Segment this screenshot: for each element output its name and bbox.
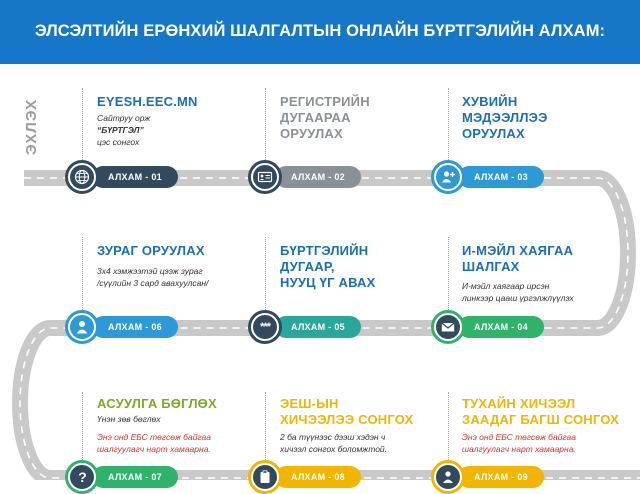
step-03-pill[interactable]: АЛХАМ - 03 (458, 166, 544, 188)
step-03-label: АЛХАМ - 03 (474, 172, 528, 182)
step-07-badge: ? (65, 460, 99, 494)
step-06-desc-line: /сүүлийн 3 сард авахуулсан/ (97, 278, 209, 288)
step-05-label: АЛХАМ - 05 (291, 322, 345, 332)
add-user-icon (441, 171, 455, 183)
step-02-pill[interactable]: АЛХАМ - 02 (275, 166, 361, 188)
step-09-title: ТУХАЙН ХИЧЭЭЛ ЗААДАГ БАГШ СОНГОХ (462, 396, 619, 428)
step-01-badge (65, 160, 99, 194)
step-02-title-line: ОРУУЛАХ (280, 126, 343, 141)
connector-line (448, 237, 449, 314)
step-08-title-line: ХИЧЭЭЛЭЭ СОНГОХ (280, 412, 414, 427)
step-09-title-line: ЗААДАГ БАГШ СОНГОХ (462, 412, 619, 427)
password-icon: *** (260, 321, 271, 333)
step-05-badge: *** (248, 310, 282, 344)
step-08-title-line: ЭЕШ-ЫН (280, 396, 339, 411)
step-02-title: РЕГИСТРИЙН ДУГААРАА ОРУУЛАХ (280, 94, 370, 142)
step-03-title-line: МЭДЭЭЛЛЭЭ (462, 110, 548, 125)
id-card-icon (257, 171, 273, 183)
step-02-title-line: РЕГИСТРИЙН (280, 94, 370, 109)
step-09-note-line: шалгуулагч нарт хамаарна. (462, 444, 576, 454)
step-01-title: EYESH.EEC.MN (97, 94, 198, 109)
step-07-desc: Үнэн зөв бөглөх (97, 414, 161, 424)
step-09-note: Энэ онд ЕБС төгсөж байгаа шалгуулагч нар… (462, 431, 576, 455)
step-01-pill[interactable]: АЛХАМ - 01 (92, 166, 178, 188)
header-bar: ЭЛСЭЛТИЙН ЕРӨНХИЙ ШАЛГАЛТЫН ОНЛАЙН БҮРТГ… (0, 0, 640, 64)
connector-line (448, 88, 449, 164)
step-01-desc: Сайтруу орж “БҮРТГЭЛ” цэс сонгох (97, 112, 150, 148)
person-icon (76, 321, 88, 334)
step-06-badge (65, 310, 99, 344)
step-03-title-line: ХУВИЙН (462, 94, 518, 109)
step-04-pill[interactable]: АЛХАМ - 04 (458, 316, 544, 338)
step-08-desc-line: хичээл сонгох боломжтой. (280, 444, 388, 454)
step-09-pill[interactable]: АЛХАМ - 09 (458, 466, 544, 488)
connector-line (265, 88, 266, 164)
step-03-title: ХУВИЙН МЭДЭЭЛЛЭЭ ОРУУЛАХ (462, 94, 548, 142)
step-08-label: АЛХАМ - 08 (291, 472, 345, 482)
question-icon: ? (78, 469, 87, 485)
step-07-note: Энэ онд ЕБС төгсөж байгаа шалгуулагч нар… (97, 431, 211, 455)
step-06-desc-line: 3х4 хэмжээтэй цээж зураг (97, 266, 203, 276)
step-06-pill[interactable]: АЛХАМ - 06 (92, 316, 178, 338)
step-07-label: АЛХАМ - 07 (108, 472, 162, 482)
step-05-pill[interactable]: АЛХАМ - 05 (275, 316, 361, 338)
connector-line (265, 392, 266, 462)
globe-icon (74, 169, 90, 185)
step-07-pill[interactable]: АЛХАМ - 07 (92, 466, 178, 488)
step-02-title-line: ДУГААРАА (280, 110, 351, 125)
step-05-title-line: НУУЦ ҮГ АВАХ (280, 275, 376, 290)
step-07-note-line: шалгуулагч нарт хамаарна. (97, 444, 211, 454)
step-09-label: АЛХАМ - 09 (474, 472, 528, 482)
connector-line (82, 392, 83, 462)
connector-line (265, 237, 266, 314)
step-08-title: ЭЕШ-ЫН ХИЧЭЭЛЭЭ СОНГОХ (280, 396, 413, 428)
step-04-title-line: ШАЛГАХ (462, 259, 520, 274)
step-08-desc: 2 ба түүнээс дээш хэдэн ч хичээл сонгох … (280, 431, 387, 455)
step-09-badge (431, 460, 465, 494)
start-label: ЭХЛЭХ (23, 98, 40, 155)
step-04-desc: И-мэйл хаягаар ирсэн линкээр цааш үргэлж… (462, 280, 574, 304)
step-09-title-line: ТУХАЙН ХИЧЭЭЛ (462, 396, 576, 411)
step-03-title-line: ОРУУЛАХ (462, 126, 525, 141)
step-09-note-line: Энэ онд ЕБС төгсөж байгаа (462, 432, 576, 442)
connector-line (82, 237, 83, 314)
step-06-desc: 3х4 хэмжээтэй цээж зураг /сүүлийн 3 сард… (97, 265, 208, 289)
step-01-label: АЛХАМ - 01 (108, 172, 162, 182)
page-title: ЭЛСЭЛТИЙН ЕРӨНХИЙ ШАЛГАЛТЫН ОНЛАЙН БҮРТГ… (34, 22, 606, 40)
step-04-title: И-МЭЙЛ ХАЯГАА ШАЛГАХ (462, 243, 573, 275)
step-03-badge (431, 160, 465, 194)
step-04-title-line: И-МЭЙЛ ХАЯГАА (462, 243, 574, 258)
envelope-icon (441, 322, 455, 332)
connector-line (448, 392, 449, 462)
step-04-desc-line: И-мэйл хаягаар ирсэн (462, 281, 550, 291)
step-04-badge (431, 310, 465, 344)
step-01-desc-line: цэс сонгох (97, 137, 140, 147)
step-05-title-line: БҮРТГЭЛИЙН (280, 243, 369, 258)
step-02-badge (248, 160, 282, 194)
step-06-label: АЛХАМ - 06 (108, 322, 162, 332)
step-07-note-line: Энэ онд ЕБС төгсөж байгаа (97, 432, 211, 442)
step-07-title: АСУУЛГА БӨГЛӨХ (97, 396, 217, 411)
teacher-icon (443, 471, 453, 483)
step-08-desc-line: 2 ба түүнээс дээш хэдэн ч (280, 432, 386, 442)
connector-line (82, 88, 83, 164)
step-01-desc-line: Сайтруу орж (97, 113, 151, 123)
step-08-pill[interactable]: АЛХАМ - 08 (275, 466, 361, 488)
step-04-desc-line: линкээр цааш үргэлжлүүлэх (462, 293, 574, 303)
step-02-label: АЛХАМ - 02 (291, 172, 345, 182)
step-08-badge (248, 460, 282, 494)
step-06-title: ЗУРАГ ОРУУЛАХ (97, 243, 205, 258)
step-05-title: БҮРТГЭЛИЙН ДУГААР, НУУЦ ҮГ АВАХ (280, 243, 375, 291)
step-05-title-line: ДУГААР, (280, 259, 335, 274)
step-01-desc-line: “БҮРТГЭЛ” (97, 125, 144, 135)
step-04-label: АЛХАМ - 04 (474, 322, 528, 332)
clipboard-icon (260, 470, 270, 483)
